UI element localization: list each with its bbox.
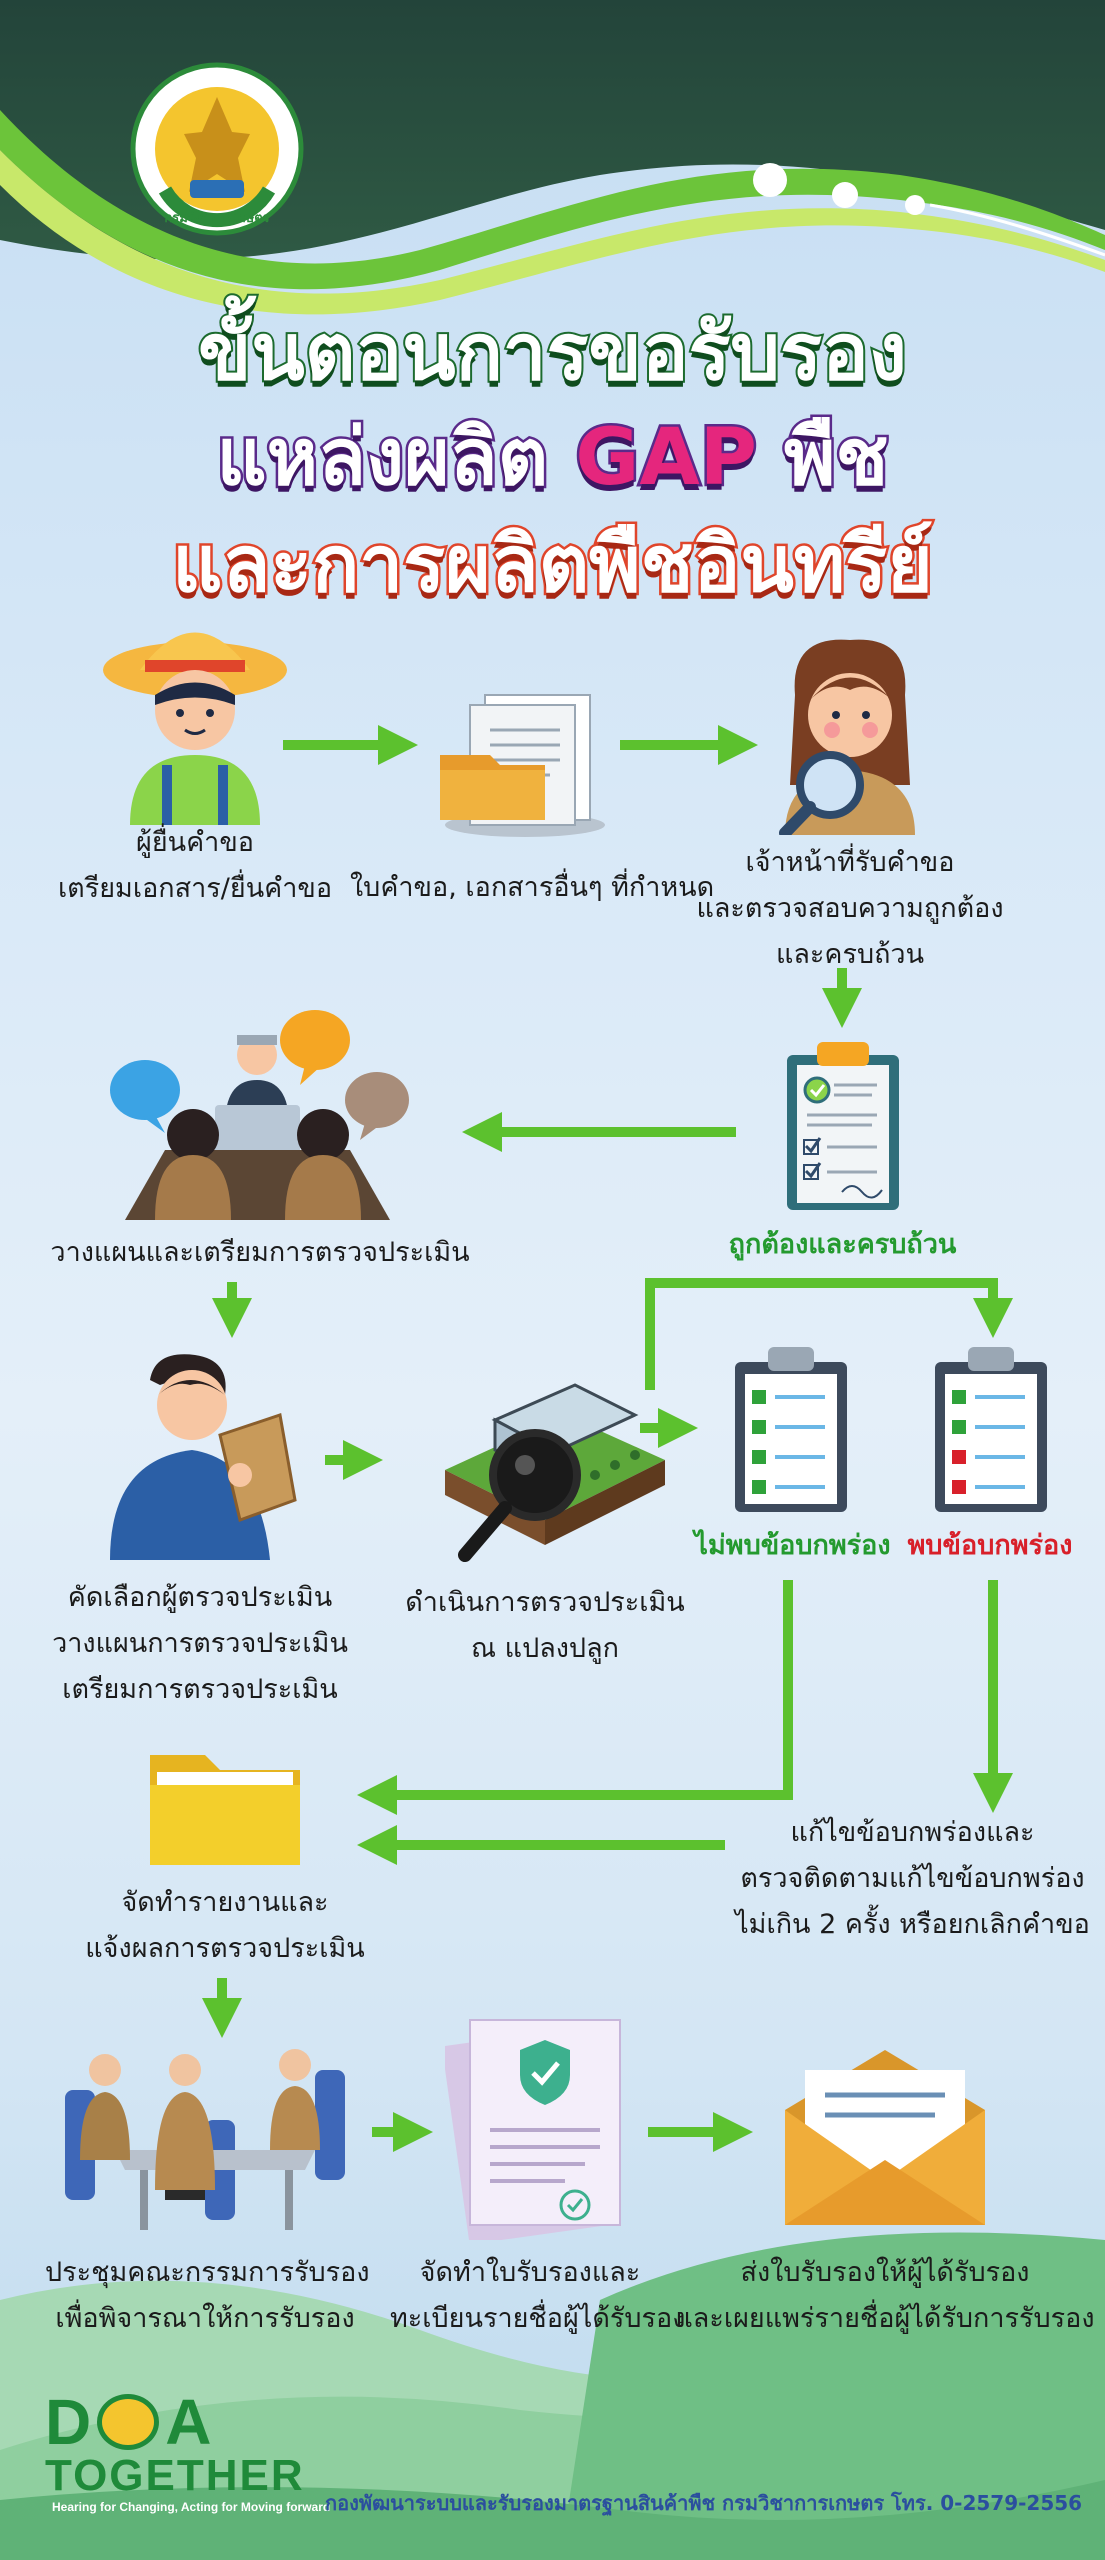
brand-logo-o <box>97 2394 160 2450</box>
title-gap: GAP <box>573 411 760 506</box>
step-officer: เจ้าหน้าที่รับคำขอ และตรวจสอบความถูกต้อง… <box>690 840 1010 978</box>
defect-clipboard-icon <box>935 1347 1047 1512</box>
certificate-line-2: ทะเบียนรายชื่อผู้ได้รับรอง <box>390 2303 686 2334</box>
farmer-icon <box>103 632 287 825</box>
report-folder-icon <box>150 1755 300 1865</box>
label-no-defect: ไม่พบข้อบกพร่อง <box>694 1530 891 1561</box>
brand-letter-a: A <box>165 2386 212 2458</box>
step-select-auditor: คัดเลือกผู้ตรวจประเมิน วางแผนการตรวจประเ… <box>45 1575 355 1713</box>
footer-contact: กองพัฒนาระบบและรับรองมาตรฐานสินค้าพืช กร… <box>325 2491 1083 2515</box>
planning-meeting-icon <box>110 1010 409 1220</box>
conduct-audit-line-2: ณ แปลงปลูก <box>471 1633 619 1664</box>
fix-defect-line-2: ตรวจติดตามแก้ไขข้อบกพร่อง <box>740 1863 1085 1894</box>
footer-brand-together: TOGETHER <box>45 2451 305 2500</box>
brand-letter-d: D <box>45 2386 92 2458</box>
step-certificate: จัดทำใบรับรองและ ทะเบียนรายชื่อผู้ได้รับ… <box>390 2250 686 2342</box>
documents-icon <box>440 694 605 837</box>
label-defect: พบข้อบกพร่อง <box>907 1530 1073 1561</box>
title-line-3: และการผลิตพืชอินทรีย์ <box>170 518 936 613</box>
fix-defect-line-3: ไม่เกิน 2 ครั้ง หรือยกเลิกคำขอ <box>735 1909 1090 1940</box>
step-committee: ประชุมคณะกรรมการรับรอง เพื่อพิจารณาให้กา… <box>45 2250 370 2342</box>
select-auditor-line-3: เตรียมการตรวจประเมิน <box>62 1674 338 1705</box>
report-line-1: จัดทำรายงานและ <box>121 1887 329 1918</box>
step-documents: ใบคำขอ, เอกสารอื่นๆ ที่กำหนด <box>350 872 715 903</box>
no-defect-clipboard-icon <box>735 1347 847 1512</box>
select-auditor-line-1: คัดเลือกผู้ตรวจประเมิน <box>67 1582 333 1613</box>
title-line-1: ขั้นตอนการขอรับรอง <box>196 306 909 400</box>
committee-line-1: ประชุมคณะกรรมการรับรอง <box>45 2257 370 2288</box>
field-inspection-icon <box>445 1383 665 1562</box>
envelope-icon <box>785 2050 985 2225</box>
doa-logo: กรมวิชาการเกษตร <box>130 62 304 236</box>
checklist-clipboard-icon <box>787 1042 899 1210</box>
committee-line-2: เพื่อพิจารณาให้การรับรอง <box>55 2303 355 2334</box>
officer-line-2: และตรวจสอบความถูกต้อง <box>696 893 1004 924</box>
send-line-1: ส่งใบรับรองให้ผู้ได้รับรอง <box>740 2257 1030 2288</box>
step-fix-defect: แก้ไขข้อบกพร่องและ ตรวจติดตามแก้ไขข้อบกพ… <box>735 1810 1090 1948</box>
officer-line-3: และครบถ้วน <box>775 939 925 970</box>
footer-slogan: Hearing for Changing, Acting for Moving … <box>52 2500 331 2514</box>
conduct-audit-line-1: ดำเนินการตรวจประเมิน <box>405 1587 685 1618</box>
step-planning: วางแผนและเตรียมการตรวจประเมิน <box>50 1237 470 1268</box>
bottom-hills <box>0 2232 1105 2560</box>
auditor-reading-icon <box>110 1354 297 1560</box>
step-applicant: ผู้ยื่นคำขอ เตรียมเอกสาร/ยื่นคำขอ <box>50 820 340 912</box>
report-line-2: แจ้งผลการตรวจประเมิน <box>85 1933 365 1964</box>
select-auditor-line-2: วางแผนการตรวจประเมิน <box>52 1628 348 1659</box>
send-line-2: และเผยแพร่รายชื่อผู้ได้รับการรับรอง <box>675 2303 1095 2334</box>
title-line-2-suffix: พืช <box>756 411 891 506</box>
certificate-line-1: จัดทำใบรับรองและ <box>419 2257 641 2288</box>
certificate-icon <box>445 2019 621 2240</box>
step-report: จัดทำรายงานและ แจ้งผลการตรวจประเมิน <box>70 1880 380 1972</box>
title-line-2-prefix: แหล่งผลิต <box>214 411 576 506</box>
officer-magnifier-icon <box>779 639 915 835</box>
officer-line-1: เจ้าหน้าที่รับคำขอ <box>745 847 955 878</box>
applicant-line-2: เตรียมเอกสาร/ยื่นคำขอ <box>57 873 333 904</box>
arrow-nodefect-report <box>357 1580 793 1815</box>
step-send: ส่งใบรับรองให้ผู้ได้รับรอง และเผยแพร่ราย… <box>675 2250 1095 2342</box>
arrow-to-defect <box>645 1278 1013 1390</box>
step-complete: ถูกต้องและครบถ้วน <box>728 1229 957 1260</box>
fix-defect-line-1: แก้ไขข้อบกพร่องและ <box>790 1817 1035 1848</box>
step-conduct-audit: ดำเนินการตรวจประเมิน ณ แปลงปลูก <box>385 1580 705 1672</box>
logo-text: กรมวิชาการเกษตร <box>164 211 269 226</box>
applicant-line-1: ผู้ยื่นคำขอ <box>136 827 254 858</box>
committee-meeting-icon <box>65 2049 345 2230</box>
title-line-2: แหล่งผลิต GAP พืช <box>0 395 1105 519</box>
